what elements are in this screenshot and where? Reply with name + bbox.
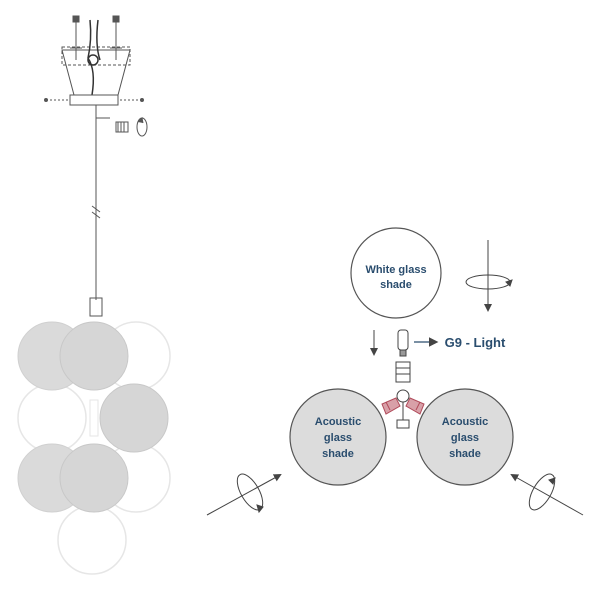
white-shade-detail: White glass shade [350,227,442,319]
g9-bulb [397,329,409,357]
cable-gripper-line [95,105,110,119]
pendant-shade-gray [59,443,129,513]
screw-head-right [112,15,120,23]
terminal-block [87,54,99,66]
cable-gripper [115,121,129,133]
pendant-shade-gray [59,321,129,391]
fixture-hub [381,361,425,429]
acoustic-glass-shade [416,388,514,486]
acoustic-shade-right: Acoustic glass shade [416,388,514,486]
center-stem [89,399,99,437]
acoustic-right-label-2: glass [451,432,479,444]
acoustic-left-label-2: glass [324,432,352,444]
acoustic-shade-left: Acoustic glass shade [289,388,387,486]
rotate-arrow-icon [528,473,556,511]
socket-right [405,397,425,415]
arrow-icon [510,474,584,516]
pendant-shade-cluster [17,321,171,575]
white-shade-label-1: White glass [365,264,426,276]
white-glass-shade [350,227,442,319]
acoustic-right-label-3: shade [449,448,481,460]
hub-bottom [396,419,410,429]
mounting-box [61,46,131,66]
acoustic-glass-shade [289,388,387,486]
rotate-indicator-left [206,473,282,516]
hub-center [396,389,410,403]
pendant-shade-white [17,383,87,453]
mounting-plate [69,94,119,106]
pendant-shade-gray [99,383,169,453]
cable-connector [89,297,103,317]
acoustic-left-label-1: Acoustic [315,416,361,428]
bulb-glass [397,329,409,351]
acoustic-left-label-3: shade [322,448,354,460]
socket-left [381,397,401,415]
ceiling-canopy [44,15,148,317]
arrow-icon [206,474,282,516]
g9-light-label: G9 - Light [445,335,506,350]
screw-head-left [72,15,80,23]
acoustic-right-label-1: Acoustic [442,416,488,428]
white-shade-label-2: shade [380,279,412,291]
hub-socket-top [395,361,411,383]
pendant-shade-white [57,505,127,575]
rotate-down-indicator [465,240,513,312]
rotate-indicator-right [510,473,584,516]
